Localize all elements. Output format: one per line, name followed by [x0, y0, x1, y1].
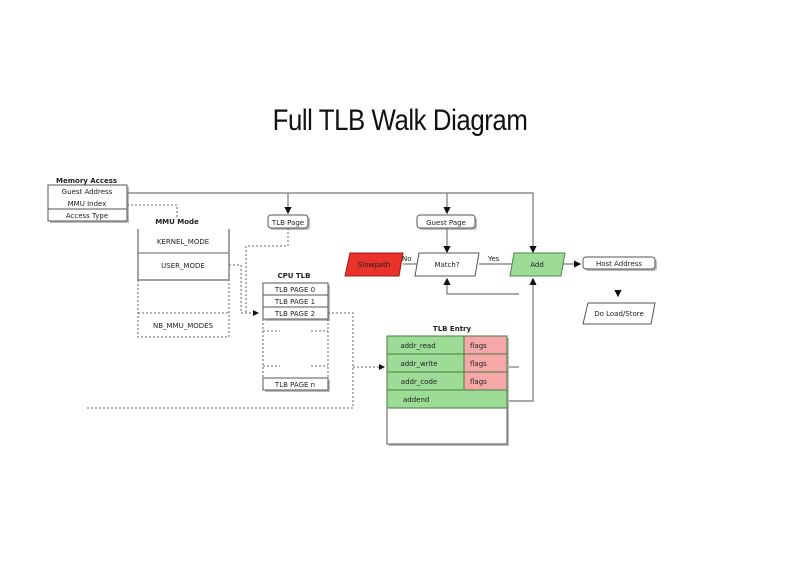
svg-text:Host Address: Host Address	[596, 260, 642, 268]
mmu-mode-label: MMU Mode	[155, 218, 199, 226]
svg-text:Guest Page: Guest Page	[426, 219, 466, 227]
tlb-page-0: TLB PAGE 0	[274, 286, 315, 294]
host-address-node: Host Address	[582, 256, 657, 271]
svg-text:Add: Add	[530, 261, 544, 269]
connector-mmu-index	[127, 204, 178, 217]
connector-tlb-page-2-loop	[85, 312, 354, 409]
flags-addr-code: flags	[470, 378, 487, 386]
tlb-page-n: TLB PAGE n	[274, 381, 315, 389]
field-mmu-index: MMU Index	[68, 200, 107, 208]
mmu-mode-group: MMU Mode KERNEL_MODE USER_MODE NB_MMU_MO…	[137, 218, 230, 338]
mmu-kernel-mode: KERNEL_MODE	[157, 238, 209, 246]
field-addr-code: addr_code	[401, 378, 437, 386]
guest-page-node: Guest Page	[416, 214, 477, 230]
diagram-title: Full TLB Walk Diagram	[272, 104, 528, 137]
svg-text:Slowpath: Slowpath	[358, 261, 390, 269]
cpu-tlb-group: CPU TLB TLB PAGE 0 TLB PAGE 1 TLB PAGE 2…	[262, 272, 330, 392]
tlb-page-1: TLB PAGE 1	[274, 298, 315, 306]
label-yes: Yes	[487, 255, 500, 263]
tlb-entry-group: TLB Entry addr_read flags addr_write fla…	[386, 325, 509, 446]
field-addr-read: addr_read	[400, 342, 435, 350]
slowpath-node: Slowpath	[344, 252, 404, 277]
connector-entry-to-match	[443, 277, 519, 295]
do-load-store-node: Do Load/Store	[582, 302, 656, 325]
svg-text:TLB Page: TLB Page	[271, 219, 304, 227]
add-node: Add	[509, 252, 566, 277]
memory-access-group: Memory Access Guest Address MMU Index Ac…	[47, 177, 129, 223]
tlb-page-node: TLB Page	[267, 214, 310, 230]
field-guest-address: Guest Address	[62, 188, 113, 196]
memory-access-label: Memory Access	[56, 177, 117, 185]
tlb-page-2: TLB PAGE 2	[274, 310, 315, 318]
connector-tlb-page-to-cpu-tlb	[245, 228, 289, 313]
mmu-nb-modes: NB_MMU_MODES	[153, 322, 214, 330]
connector-addend-to-add	[507, 277, 537, 402]
flags-addr-read: flags	[470, 342, 487, 350]
memory-access-box	[47, 184, 128, 222]
field-addr-write: addr_write	[400, 360, 437, 368]
flags-addr-write: flags	[470, 360, 487, 368]
field-addend: addend	[403, 396, 429, 404]
svg-text:Do Load/Store: Do Load/Store	[594, 310, 644, 318]
match-decision-node: Match?	[414, 252, 480, 277]
connector-user-mode-to-tlb-page-2	[229, 264, 259, 316]
cpu-tlb-label: CPU TLB	[278, 272, 311, 280]
tlb-entry-label: TLB Entry	[433, 325, 472, 333]
connector-guest-address-to-add	[127, 192, 537, 254]
label-no: No	[402, 255, 412, 263]
svg-text:Match?: Match?	[434, 261, 459, 269]
field-access-type: Access Type	[66, 212, 108, 220]
mmu-user-mode: USER_MODE	[161, 262, 205, 270]
